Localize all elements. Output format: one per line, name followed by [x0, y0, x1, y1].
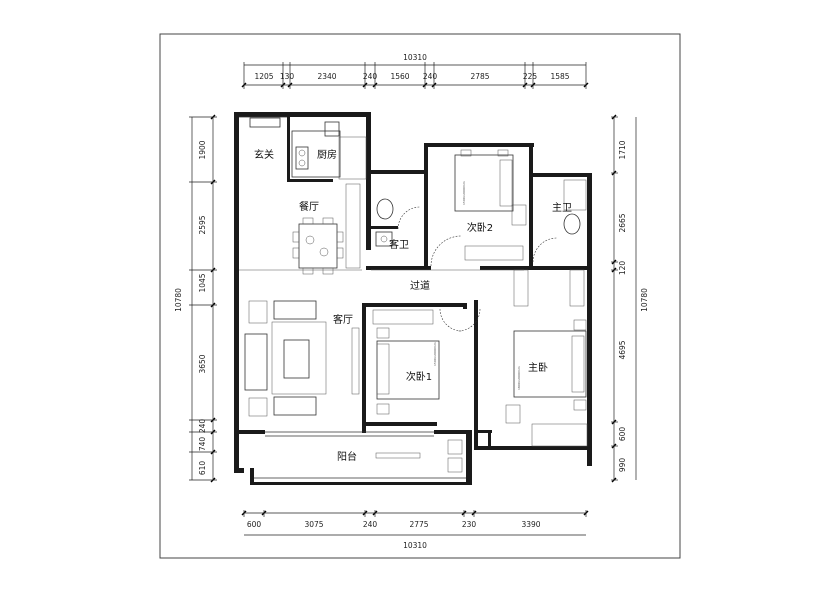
right-total-dimension: 10780: [640, 288, 649, 312]
master-bed: 1800×2000mm: [505, 319, 588, 447]
top-dim-5: 1560: [390, 72, 409, 81]
right-dim-3: 120: [618, 261, 627, 276]
guest-bath-fixtures: [375, 198, 394, 247]
top-dim-6: 240: [423, 72, 438, 81]
master-bed-size-label: 1800×2000mm: [517, 366, 521, 390]
bedroom2-bed: 1500×2000mm: [454, 149, 527, 261]
top-dim-2: 130: [280, 72, 295, 81]
master-bath-fixtures: [563, 179, 587, 235]
tv-cabinet: [351, 327, 360, 395]
room-label-hallway: 过道: [410, 279, 430, 292]
bottom-total-dimension: 10310: [403, 541, 427, 550]
left-dim-2: 2595: [198, 215, 207, 234]
room-label-balcony: 阳台: [337, 450, 357, 463]
room-label-bedroom1: 次卧1: [406, 370, 432, 383]
right-dimension-chain: 1710 2665 120 4695 600 990 10780: [611, 114, 649, 483]
left-dim-7: 610: [198, 461, 207, 476]
room-label-master-bedroom: 主卧: [528, 361, 548, 374]
room-label-guest-bath: 客卫: [389, 238, 409, 251]
window-lines: [239, 116, 524, 479]
top-dim-4: 240: [363, 72, 378, 81]
top-dimension-chain: 10310 1205 130 2340 240 1560 240 2785 22…: [241, 53, 589, 89]
right-dim-1: 1710: [618, 140, 627, 159]
hallway-closets: [513, 269, 585, 307]
left-dimension-chain: 10780 1900 2595 1045 3650 240 740 610: [174, 114, 217, 483]
left-dim-1: 1900: [198, 140, 207, 159]
top-dim-8: 225: [523, 72, 538, 81]
bed1-size-label: 1500×2000mm: [433, 342, 437, 366]
left-total-dimension: 10780: [174, 288, 183, 312]
right-dim-2: 2665: [618, 213, 627, 232]
bottom-dimension-chain: 600 3075 240 2775 230 3390 10310: [241, 510, 589, 550]
walls: [234, 112, 592, 485]
room-label-kitchen: 厨房: [317, 148, 337, 161]
bedroom1-bed: 1500×2000mm: [372, 309, 440, 415]
room-label-entrance: 玄关: [254, 148, 274, 161]
entrance-cabinet: [249, 117, 281, 128]
bottom-dim-5: 230: [462, 520, 477, 529]
room-label-master-bath: 主卫: [552, 202, 572, 214]
bottom-dim-3: 240: [363, 520, 378, 529]
dining-table: [292, 217, 344, 275]
top-total-dimension: 10310: [403, 53, 427, 62]
balcony-fixtures: [375, 439, 463, 473]
top-dim-9: 1585: [550, 72, 569, 81]
sofa-set: [244, 300, 327, 417]
kitchen-counter: [291, 121, 367, 180]
bottom-dim-4: 2775: [409, 520, 428, 529]
bottom-dim-1: 600: [247, 520, 262, 529]
room-label-living: 客厅: [333, 313, 353, 326]
bottom-dim-6: 3390: [521, 520, 540, 529]
left-dim-5: 240: [198, 419, 207, 434]
bed2-size-label: 1500×2000mm: [462, 181, 466, 205]
sheet-frame: [159, 33, 681, 559]
left-dim-3: 1045: [198, 273, 207, 292]
top-dim-3: 2340: [317, 72, 336, 81]
right-dim-4: 4695: [618, 340, 627, 359]
bottom-dim-2: 3075: [304, 520, 323, 529]
left-dim-4: 3650: [198, 354, 207, 373]
dining-cabinet: [345, 183, 361, 269]
top-dim-1: 1205: [254, 72, 273, 81]
door-swings: [397, 206, 558, 332]
right-dim-6: 990: [618, 458, 627, 473]
room-label-dining: 餐厅: [299, 200, 319, 213]
room-label-bedroom2: 次卧2: [467, 221, 493, 234]
left-dim-6: 740: [198, 437, 207, 452]
top-dim-7: 2785: [470, 72, 489, 81]
right-dim-5: 600: [618, 427, 627, 442]
